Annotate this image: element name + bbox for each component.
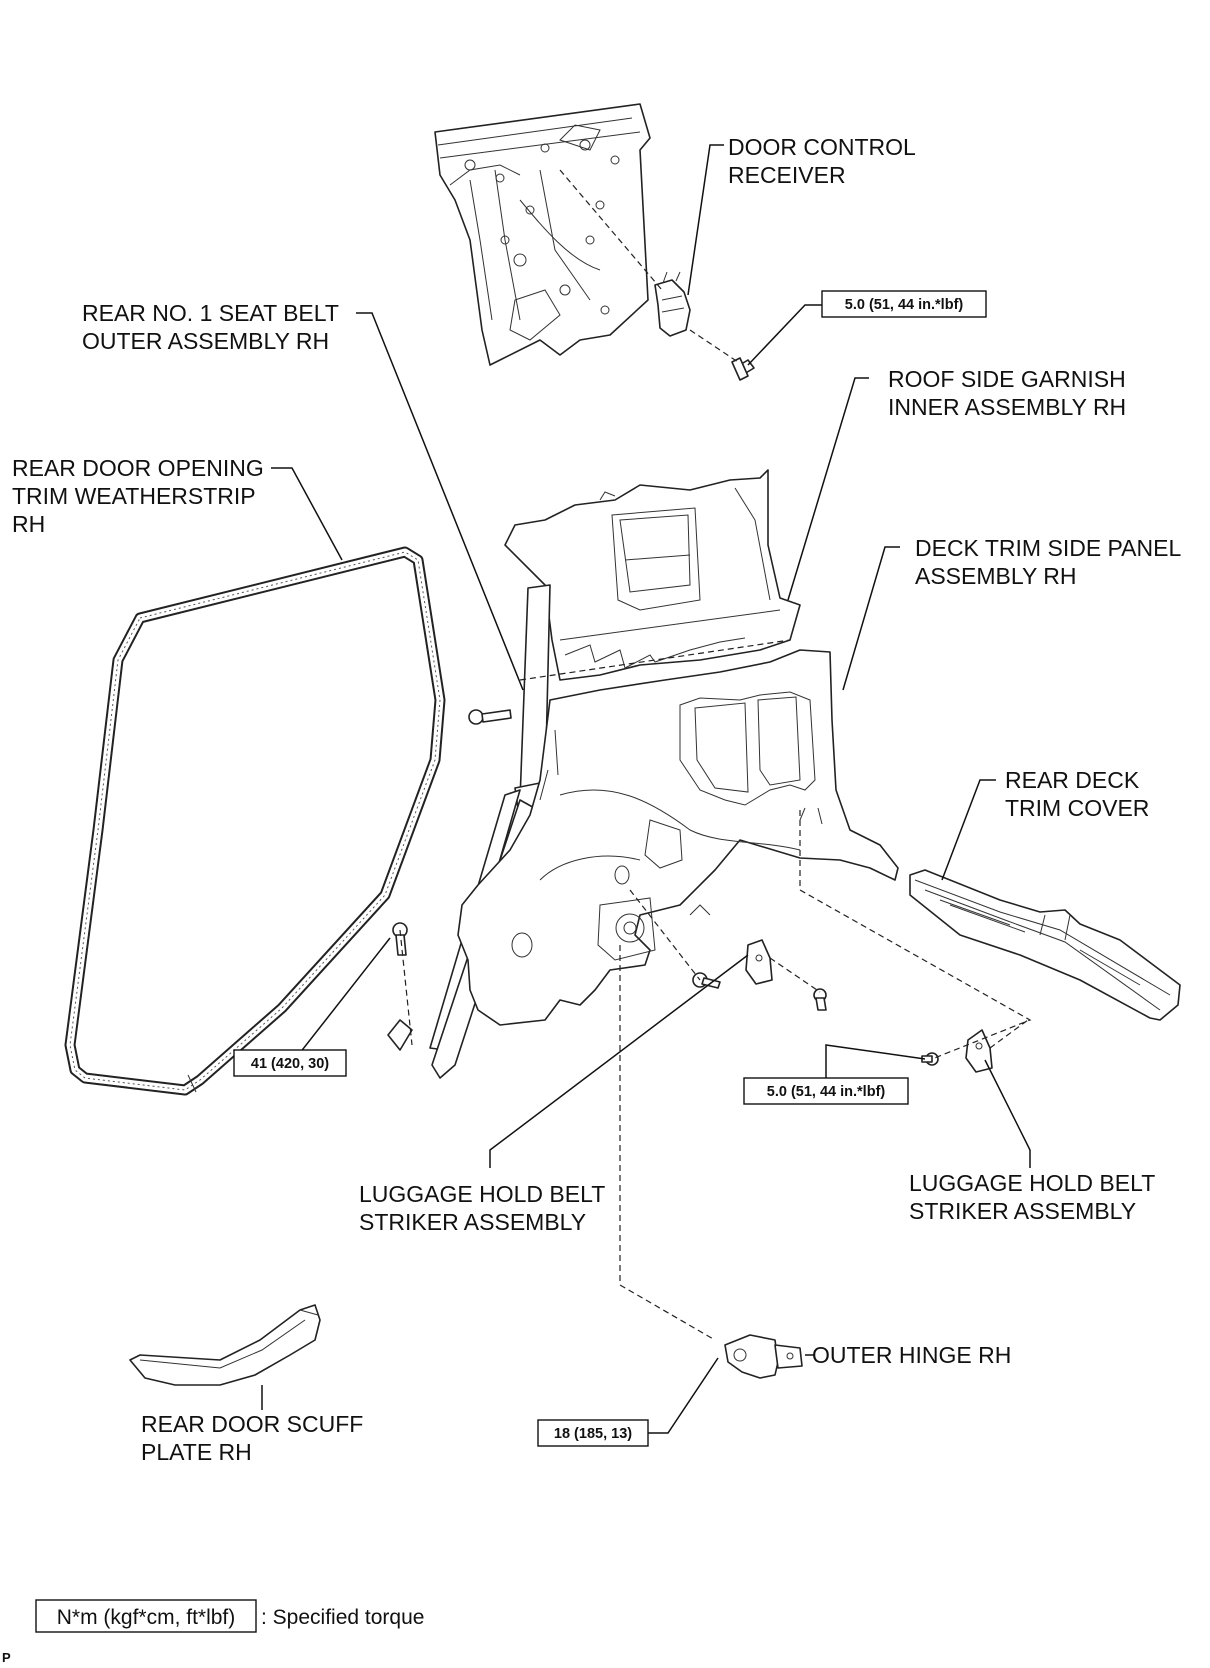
legend-description: : Specified torque	[261, 1606, 424, 1629]
label-luggage-striker-right: LUGGAGE HOLD BELT STRIKER ASSEMBLY	[909, 1170, 1161, 1224]
door-control-receiver-part	[654, 271, 691, 337]
leader-lines	[261, 144, 1031, 1434]
rear-door-scuff-plate-part	[129, 1304, 321, 1386]
torque-legend: N*m (kgf*cm, ft*lbf) : Specified torque	[35, 1599, 424, 1633]
weatherstrip-part	[64, 546, 446, 1096]
label-rear-deck-trim-cover: REAR DECK TRIM COVER	[1005, 767, 1149, 821]
misc-bolts	[392, 709, 939, 1066]
torque-callout-striker: 5.0 (51, 44 in.*lbf)	[743, 1077, 909, 1105]
body-panel-drawing	[434, 103, 651, 366]
label-door-control-receiver: DOOR CONTROL RECEIVER	[728, 134, 921, 188]
torque-callout-hinge: 18 (185, 13)	[537, 1419, 649, 1447]
corner-code: P	[2, 1650, 11, 1665]
label-rear-door-opening-trim: REAR DOOR OPENING TRIM WEATHERSTRIP RH	[12, 455, 270, 537]
torque-value-seat-belt-anchor: 41 (420, 30)	[251, 1056, 329, 1072]
label-deck-trim-side-panel: DECK TRIM SIDE PANEL ASSEMBLY RH	[915, 535, 1187, 589]
label-luggage-striker-left: LUGGAGE HOLD BELT STRIKER ASSEMBLY	[359, 1181, 611, 1235]
roof-side-garnish-part	[504, 469, 801, 681]
torque-value-receiver: 5.0 (51, 44 in.*lbf)	[845, 297, 964, 313]
torque-callout-receiver: 5.0 (51, 44 in.*lbf)	[821, 290, 987, 318]
rear-deck-trim-cover-part	[909, 869, 1181, 1021]
outer-hinge-part	[724, 1334, 803, 1379]
deck-trim-side-panel-part	[457, 649, 899, 1026]
label-rear-door-scuff-plate: REAR DOOR SCUFF PLATE RH	[141, 1411, 370, 1465]
label-outer-hinge: OUTER HINGE RH	[812, 1342, 1011, 1368]
torque-value-hinge: 18 (185, 13)	[554, 1426, 632, 1442]
callout-labels: DOOR CONTROL RECEIVER REAR NO. 1 SEAT BE…	[12, 134, 1187, 1465]
torque-callout-seat-belt-anchor: 41 (420, 30)	[233, 1049, 347, 1077]
legend-unit-box: N*m (kgf*cm, ft*lbf)	[57, 1606, 236, 1629]
label-rear-no1-seat-belt: REAR NO. 1 SEAT BELT OUTER ASSEMBLY RH	[82, 300, 345, 354]
luggage-striker-left-part	[745, 939, 773, 985]
label-roof-side-garnish: ROOF SIDE GARNISH INNER ASSEMBLY RH	[888, 366, 1132, 420]
torque-value-striker: 5.0 (51, 44 in.*lbf)	[767, 1084, 886, 1100]
